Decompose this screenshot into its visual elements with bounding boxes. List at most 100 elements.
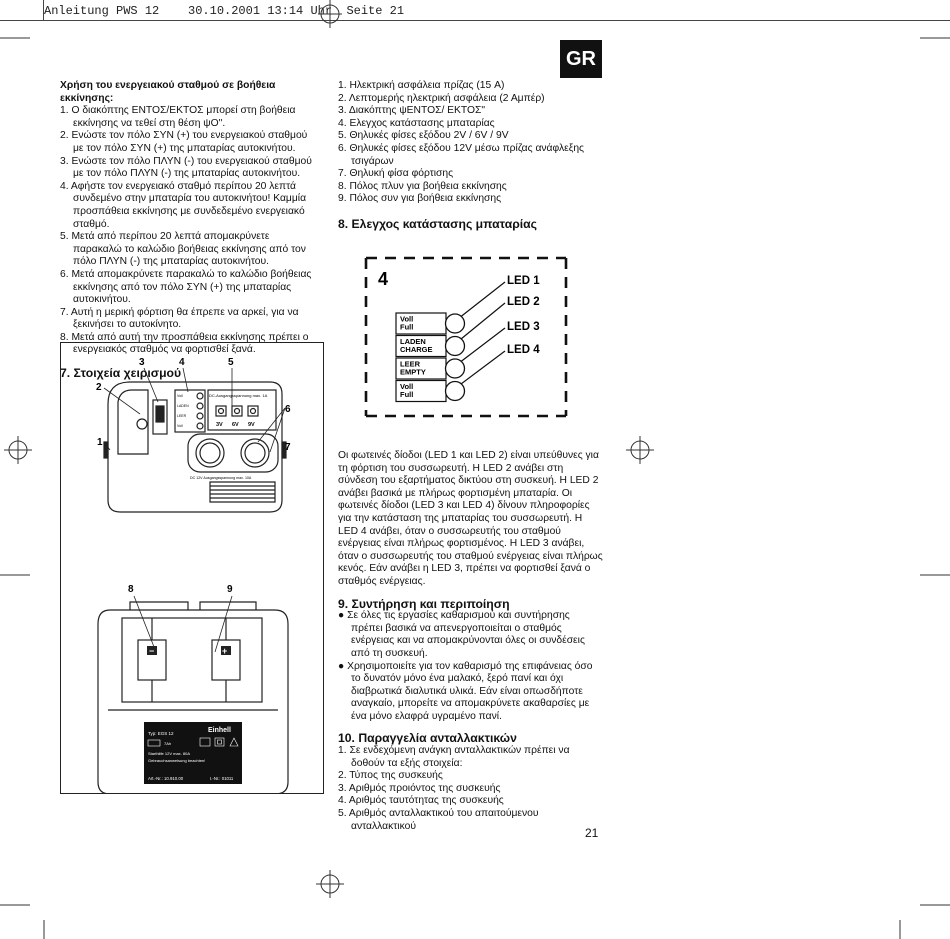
cigarette-socket-left: [195, 438, 225, 468]
indicator-label-1: Voll: [177, 394, 183, 398]
spare-parts-item: 5. Αριθμός ανταλλακτικού του απαιτούμενο…: [338, 808, 539, 832]
warning-icon: [229, 737, 239, 747]
led-name: LED 4: [507, 344, 540, 356]
led-box-text: LEER: [400, 360, 421, 369]
spare-parts-item: 1. Σε ενδεχόμενη ανάγκη ανταλλακτικών πρ…: [338, 745, 570, 769]
maintenance-item: ● Χρησιμοποιείτε για τον καθαρισμό της ε…: [338, 660, 593, 722]
callout-2: 2: [96, 382, 102, 393]
left-column: Χρήση του ενεργειακού σταθμού σε βοήθεια…: [60, 80, 312, 380]
indicator-label-4: Voll: [177, 424, 183, 428]
section8-heading-wrap: 8. Ελεγχος κατάστασης μπαταρίας: [338, 218, 603, 231]
callout-1: 1: [97, 437, 103, 448]
plate-ident: I.-Nr.: 01011: [210, 776, 234, 781]
socket-3v: [215, 405, 227, 417]
side-socket-left: [103, 441, 109, 459]
led-leader-line: [460, 281, 506, 317]
led-name: LED 3: [507, 321, 540, 333]
indicator-label-2: LADEN: [177, 404, 189, 408]
jump-start-step: 5. Μετά από περίπου 20 λεπτά απομακρύνετ…: [60, 231, 306, 268]
registration-mark-bottom: [320, 874, 340, 894]
fuse-bay: [117, 389, 149, 455]
spare-parts-item: 3. Αριθμός προιόντος της συσκευής: [338, 782, 501, 794]
spare-parts-item: 2. Τύπος της συσκευής: [338, 770, 443, 782]
callout-6: 6: [285, 404, 291, 415]
indicator-label-3: LEER: [177, 414, 187, 418]
parts-list-item: 4. Ελεγχος κατάστασης μπαταρίας: [338, 117, 495, 129]
led-box-text: Full: [400, 323, 413, 332]
plate-brand: Einhell: [208, 727, 231, 734]
maintenance-item: ● Σε όλες τις εργασίες καθαρισμού και συ…: [338, 610, 585, 659]
output-6v-label: 6V: [232, 422, 239, 428]
led-name: LED 2: [507, 296, 540, 308]
jump-start-steps: 1. Ο διακόπτης ΕΝΤΟΣ/ΕΚΤΟΣ μπορεί στη βο…: [60, 105, 312, 357]
page-number: 21: [585, 826, 599, 840]
plate-type: Typ: EGS 12: [148, 731, 174, 736]
section9-title: 9. Συντήρηση και περιποίηση: [338, 596, 510, 611]
led-box-text: Full: [400, 390, 413, 399]
socket-9v: [247, 405, 259, 417]
section10-list: 1. Σε ενδεχόμενη ανάγκη ανταλλακτικών πρ…: [338, 745, 603, 833]
parts-list-item: 8. Πόλος πλυν για βοήθεια εκκίνησης: [338, 180, 507, 192]
ce-mark-icon: [199, 737, 211, 747]
dc12v-label: DC 12V Ausgangsspannung max. 10A: [190, 476, 252, 480]
jump-start-step: 6. Μετά απομακρύνετε παρακαλώ το καλώδιο…: [60, 268, 312, 306]
callout-5: 5: [228, 357, 234, 368]
parts-list-item: 9. Πόλος συν για βοήθεια εκκίνησης: [338, 193, 502, 205]
led-indicator: [444, 335, 466, 357]
led-indicator: [444, 358, 466, 379]
output-3v-label: 3V: [216, 422, 223, 428]
language-badge: GR: [560, 40, 602, 78]
plate-line2: Gebrauchsanweisung beachten!: [148, 758, 205, 763]
vent-grille: [209, 481, 276, 503]
crop-mark: [43, 0, 44, 20]
cigarette-socket-right: [240, 438, 270, 468]
parts-list-item: 7. Θηλυκή φίσα φόρτισης: [338, 168, 454, 180]
dashed-frame: [364, 256, 568, 418]
jump-start-title: Χρήση του ενεργειακού σταθμού σε βοήθεια…: [60, 80, 276, 104]
callout-4: 4: [179, 357, 185, 368]
callout-9: 9: [227, 584, 233, 595]
minus-symbol: −: [149, 646, 154, 656]
plate-article: Art.-Nr.: 10.910.00: [148, 776, 184, 781]
parts-list-item: 5. Θηλυκές φίσες εξόδου 2V / 6V / 9V: [338, 130, 509, 142]
led-figure-number: 4: [378, 269, 388, 289]
dc-output-panel: [207, 389, 277, 431]
jump-start-step: 4. Αφήστε τον ενεργειακό σταθμό περίπου …: [60, 180, 307, 230]
led-box-text: EMPTY: [400, 368, 426, 377]
led-leader-line: [460, 350, 506, 385]
parts-list: 1. Ηλεκτρική ασφάλεια πρίζας (15 A)2. Λε…: [338, 80, 603, 206]
led-leader-line: [460, 327, 506, 362]
output-9v-label: 9V: [248, 422, 255, 428]
jump-start-step: 2. Ενώστε τον πόλο ΣΥΝ (+) του ενεργειακ…: [60, 130, 308, 154]
led-leader-line: [460, 302, 506, 340]
device-figure: DC-Ausgangsspannung max. 1A 3V 6V 9V Vol…: [60, 342, 324, 794]
led-box-text: Voll: [400, 315, 413, 324]
led-box-text: CHARGE: [400, 345, 433, 354]
double-insulation-icon: [214, 737, 225, 747]
device-back: [97, 609, 289, 794]
jump-start-step: 7. Αυτή η μερική φόρτιση θα έπρεπε να αρ…: [60, 306, 299, 331]
print-header: Anleitung PWS 12 30.10.2001 13:14 Uhr Se…: [44, 4, 405, 18]
led-name: LED 1: [507, 275, 540, 287]
jump-start-step: 8. Μετά από αυτή την προσπάθεια εκκίνηση…: [60, 331, 309, 356]
section7-title: 7. Στοιχεία χειρισμού: [60, 366, 182, 381]
led-indicator: [444, 380, 466, 402]
led-box-text: Voll: [400, 382, 413, 391]
section9-list: ● Σε όλες τις εργασίες καθαρισμού και συ…: [338, 610, 603, 723]
socket-6v: [231, 405, 243, 417]
section8-text: Οι φωτεινές δίοδοι (LED 1 και LED 2) είν…: [338, 450, 603, 587]
parts-list-item: 3. Διακόπτης ψΕΝΤΟΣ/ ΕΚΤΟΣ": [338, 105, 486, 117]
plus-symbol: +: [222, 646, 227, 656]
dc-output-label: DC-Ausgangsspannung max. 1A: [209, 393, 268, 398]
right-text-column: Οι φωτεινές δίοδοι (LED 1 και LED 2) είν…: [338, 450, 603, 833]
jump-start-step: 3. Ενώστε τον πόλο ΠΛΥΝ (-) του ενεργεια…: [60, 155, 312, 180]
parts-list-item: 6. Θηλυκές φίσες εξόδου 12V μέσω πρίζας …: [338, 142, 585, 167]
led-indicator: [444, 313, 466, 334]
callout-7: 7: [285, 442, 291, 453]
fuse-holder: [136, 418, 148, 430]
section8-title: 8. Ελεγχος κατάστασης μπαταρίας: [338, 217, 537, 231]
parts-list-item: 2. Λεπτομερής ηλεκτρική ασφάλεια (2 Αμπέ…: [338, 92, 545, 104]
jump-start-step: 1. Ο διακόπτης ΕΝΤΟΣ/ΕΚΤΟΣ μπορεί στη βο…: [60, 105, 296, 129]
device-body: [107, 381, 283, 513]
plate-capacity: 7Ah: [164, 741, 171, 746]
